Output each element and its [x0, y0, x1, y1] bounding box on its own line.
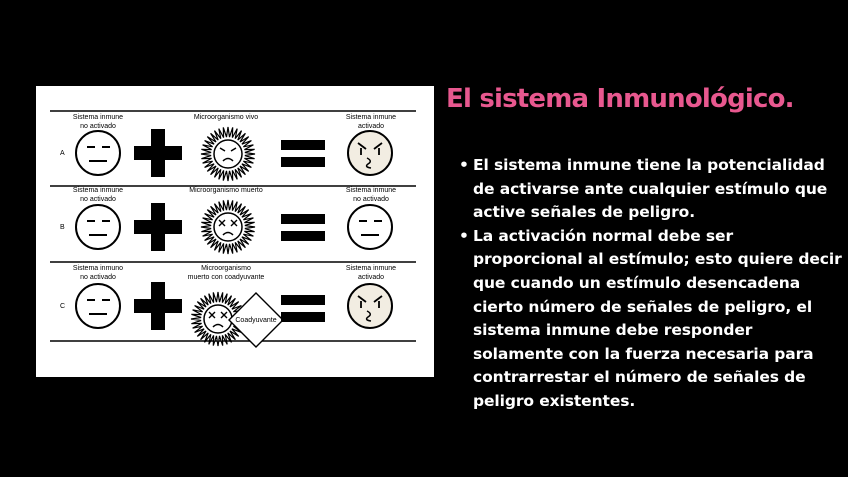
equals-icon [281, 295, 325, 322]
bullet-text-line: contrarrestar el número de señales de [473, 368, 806, 387]
middle-label-line1: Microorganismo [201, 265, 251, 272]
dead-microorganism-icon [200, 199, 256, 255]
equals-icon [281, 140, 325, 167]
bullet-item: • La activación normal debe ser proporci… [459, 225, 845, 414]
bullet-text-line: El sistema inmune tiene la potencialidad [473, 156, 825, 174]
activated-face-icon [347, 283, 393, 329]
bullet-text-line: La activación normal debe ser [473, 226, 733, 245]
bullet-text-line: proporcional al estímulo; esto quiere de… [473, 250, 842, 269]
neutral-face-icon [347, 204, 393, 250]
right-label-line1: Sistema inmune [346, 265, 396, 272]
bullet-text-line: que cuando un estímulo desencadena [473, 273, 801, 292]
activated-face-icon [347, 130, 393, 176]
live-microorganism-icon [200, 126, 256, 182]
slide-title: El sistema Inmunológico. [446, 84, 795, 114]
middle-label-line1: Microorganismo vivo [194, 114, 258, 121]
row-letter: B [60, 224, 65, 231]
row-b: B Sistema inmune no activado Microorgani… [60, 187, 396, 255]
right-label-line2: activado [358, 123, 384, 130]
bullet-dot: • [459, 156, 469, 174]
left-label-line1: Sistema inmuno [73, 265, 123, 272]
bullet-text-line: solamente con la fuerza necesaria para [473, 344, 814, 363]
left-label-line1: Sistema inmune [73, 114, 123, 121]
right-label-line2: no activado [353, 196, 389, 203]
plus-icon [134, 282, 182, 330]
plus-icon [134, 129, 182, 177]
right-label-line1: Sistema inmune [346, 187, 396, 194]
row-letter: C [60, 303, 65, 310]
bullet-list: • El sistema inmune tiene la potencialid… [459, 154, 845, 414]
right-label-line2: activado [358, 274, 384, 281]
plus-icon [134, 203, 182, 251]
neutral-face-icon [75, 130, 121, 176]
adjuvant-diamond-icon: Coadyuvante [228, 292, 284, 348]
bullet-text-line: de activarse ante cualquier estímulo que [473, 179, 828, 198]
bullet-text-line: peligro existentes. [473, 391, 636, 410]
equals-icon [281, 214, 325, 241]
neutral-face-icon [75, 204, 121, 250]
left-label-line1: Sistema inmune [73, 187, 123, 194]
immune-diagram: A Sistema inmune no activado Microorgani… [50, 110, 416, 348]
left-label-line2: no activado [80, 123, 116, 130]
bullet-text-line: active señales de peligro. [473, 203, 695, 222]
middle-label-line1: Microorganismo muerto [189, 187, 263, 194]
right-label-line1: Sistema inmune [346, 114, 396, 121]
row-a: A Sistema inmune no activado Microorgani… [60, 114, 396, 182]
bullet-item: • El sistema inmune tiene la potencialid… [459, 154, 845, 225]
row-letter: A [60, 150, 65, 157]
left-label-line2: no activado [80, 274, 116, 281]
middle-label-line2: muerto con coadyuvante [188, 274, 265, 281]
left-label-line2: no activado [80, 196, 116, 203]
adjuvant-label: Coadyuvante [235, 317, 276, 324]
neutral-face-icon [75, 283, 121, 329]
immune-diagram-figure: A Sistema inmune no activado Microorgani… [36, 86, 434, 377]
row-c: C Sistema inmuno no activado Microorgani… [60, 265, 396, 348]
bullet-text-line: cierto número de señales de peligro, el [473, 297, 813, 316]
bullet-dot: • [459, 226, 469, 245]
bullet-text-line: sistema inmune debe responder [473, 321, 753, 340]
